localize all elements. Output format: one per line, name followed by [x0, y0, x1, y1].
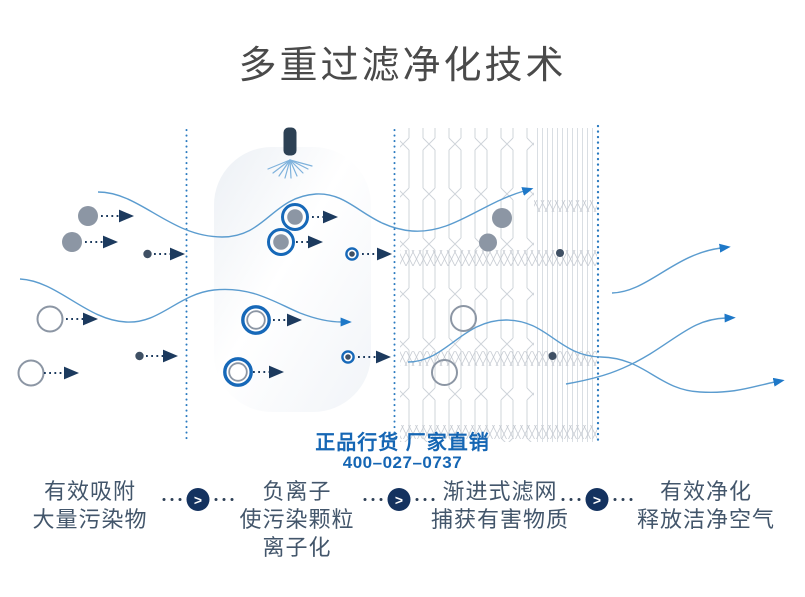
step-separator-3: > — [561, 488, 633, 511]
airflow-curves — [19, 187, 785, 394]
dot — [230, 498, 234, 501]
progressive-filter-mesh — [400, 128, 597, 442]
step-line: 有效吸附 — [43, 479, 137, 504]
dot — [431, 498, 435, 501]
dot — [629, 498, 633, 501]
authenticity-text: 正品行货 厂家直销 — [315, 432, 490, 454]
dot — [214, 498, 218, 501]
step-line: 释放洁净空气 — [636, 507, 776, 532]
step-line: 负离子 — [262, 479, 332, 504]
dot — [569, 498, 573, 501]
pollutant-particles-inlet — [17, 206, 185, 387]
arrow-badge-icon: > — [585, 488, 609, 511]
step-line: 使污染颗粒 — [239, 507, 355, 532]
dot — [621, 498, 625, 501]
step-separator-2: > — [363, 488, 435, 511]
step-separator-1: > — [162, 488, 234, 511]
step-label-adsorption: 有效吸附 大量污染物 — [32, 478, 147, 534]
step-line: 有效净化 — [659, 479, 753, 504]
dot — [379, 498, 383, 501]
dot — [363, 498, 367, 501]
dot — [577, 498, 581, 501]
step-line: 离子化 — [262, 535, 332, 560]
arrow-badge-icon: > — [186, 488, 210, 511]
page-title: 多重过滤净化技术 — [238, 45, 567, 87]
dot — [415, 498, 419, 501]
dot — [162, 498, 166, 501]
step-label-ionization: 负离子 使污染颗粒 离子化 — [239, 478, 354, 562]
step-line: 渐进式滤网 — [442, 479, 558, 504]
step-line: 捕获有害物质 — [430, 507, 570, 532]
ionized-particles — [223, 203, 392, 387]
dot — [371, 498, 375, 501]
dot — [178, 498, 182, 501]
spray-nozzle-icon — [267, 127, 313, 179]
step-label-filtration: 渐进式滤网 捕获有害物质 — [431, 478, 569, 534]
captured-particles — [431, 208, 564, 386]
dot — [423, 498, 427, 501]
dot — [561, 498, 565, 501]
arrow-badge-icon: > — [387, 488, 411, 511]
dot — [170, 498, 174, 501]
service-phone-number: 400–027–0737 — [342, 453, 463, 472]
step-label-clean-air: 有效净化 释放洁净空气 — [637, 478, 775, 534]
dot — [222, 498, 226, 501]
step-line: 大量污染物 — [32, 507, 148, 532]
dot — [613, 498, 617, 501]
